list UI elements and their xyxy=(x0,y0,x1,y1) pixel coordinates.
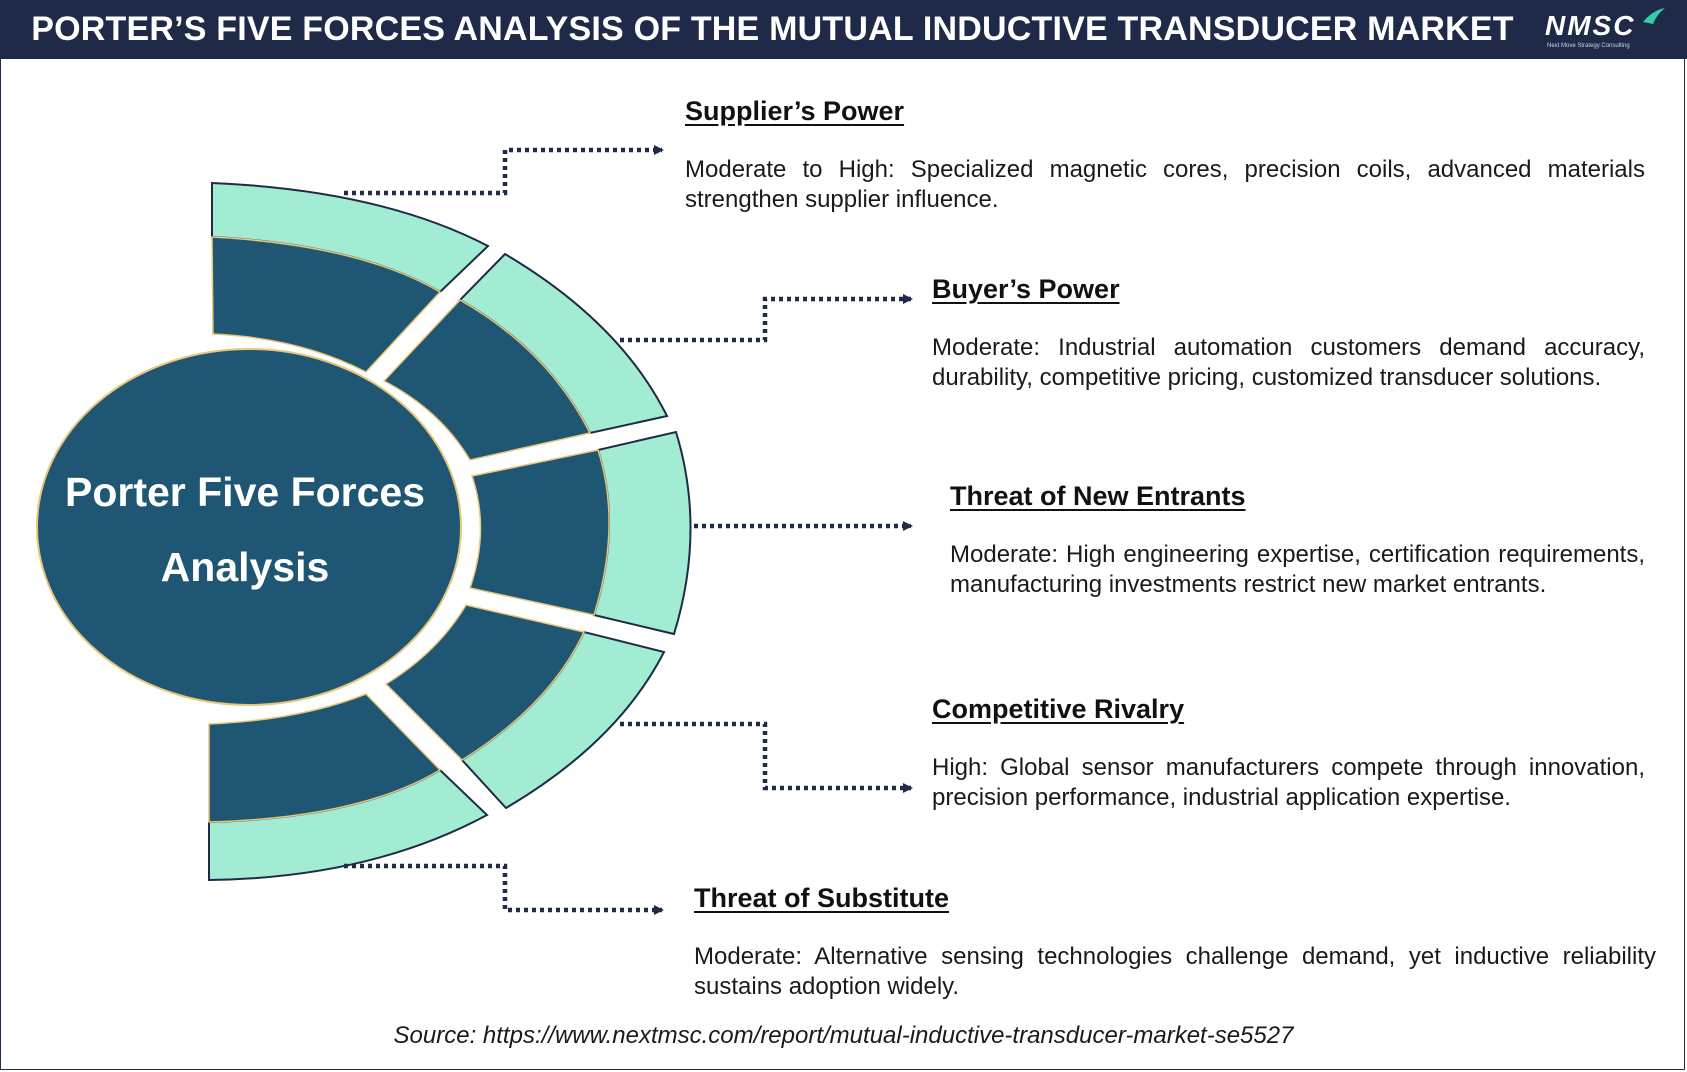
force-title: Competitive Rivalry xyxy=(932,694,1185,724)
force-title: Threat of Substitute xyxy=(694,883,949,913)
force-title: Threat of New Entrants xyxy=(950,481,1246,511)
center-label-line2: Analysis xyxy=(160,544,330,590)
segment-inner-entrants xyxy=(469,449,610,616)
force-new-entrants: Threat of New Entrants Moderate: High en… xyxy=(950,481,1645,600)
force-title: Supplier’s Power xyxy=(685,96,905,126)
force-buyer-power: Buyer’s Power Moderate: Industrial autom… xyxy=(932,274,1645,393)
nmsc-logo: NMSC Next Move Strategy Consulting xyxy=(1545,8,1665,52)
force-title: Buyer’s Power xyxy=(932,274,1120,304)
source-citation: Source: https://www.nextmsc.com/report/m… xyxy=(393,1022,1294,1049)
connector-substitute xyxy=(344,863,664,915)
force-description: Moderate: Industrial automation customer… xyxy=(932,334,1645,391)
force-substitute-threat: Threat of Substitute Moderate: Alternati… xyxy=(694,883,1656,1002)
page-title: PORTER’S FIVE FORCES ANALYSIS OF THE MUT… xyxy=(31,10,1514,48)
center-label: Porter Five Forces Analysis xyxy=(40,455,450,605)
force-description: High: Global sensor manufacturers compet… xyxy=(932,754,1645,811)
center-label-line1: Porter Five Forces xyxy=(64,469,426,515)
force-description: Moderate to High: Specialized magnetic c… xyxy=(685,156,1645,213)
segment-inner-substitute xyxy=(208,693,442,823)
force-competitive-rivalry: Competitive Rivalry High: Global sensor … xyxy=(932,694,1645,813)
logo-tagline: Next Move Strategy Consulting xyxy=(1547,43,1630,49)
connector-supplier xyxy=(344,145,664,196)
force-description: Moderate: High engineering expertise, ce… xyxy=(950,541,1645,598)
segment-inner-buyer xyxy=(382,299,592,461)
header-bar: PORTER’S FIVE FORCES ANALYSIS OF THE MUT… xyxy=(0,0,1687,59)
logo-text: NMSC xyxy=(1545,10,1636,41)
segment-inner-supplier xyxy=(211,236,442,373)
center-ellipse xyxy=(36,348,462,706)
force-description: Moderate: Alternative sensing technologi… xyxy=(694,943,1656,1000)
force-supplier-power: Supplier’s Power Moderate to High: Speci… xyxy=(685,96,1645,215)
connector-buyer xyxy=(620,294,913,343)
logo-swoosh-icon xyxy=(1643,8,1665,24)
segment-inner-rivalry xyxy=(384,604,586,761)
connector-rivalry xyxy=(620,721,913,793)
